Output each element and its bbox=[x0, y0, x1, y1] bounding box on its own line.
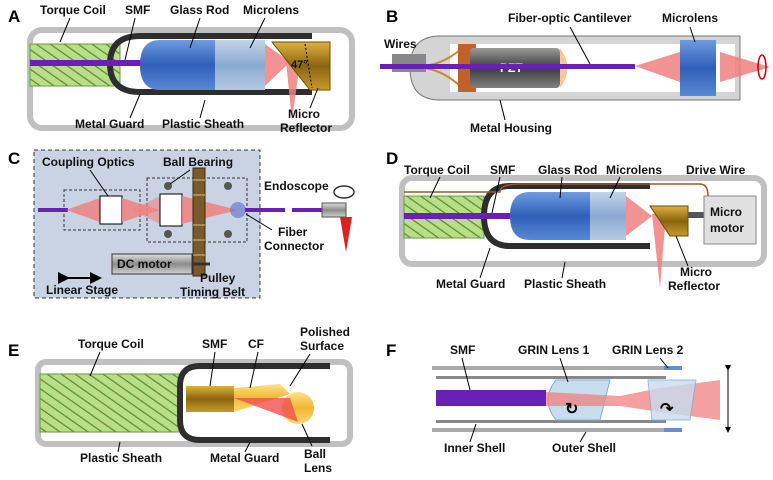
label-ball-lens-2: Lens bbox=[304, 461, 332, 475]
label-polished-2: Surface bbox=[300, 339, 344, 353]
angle-label: 47° bbox=[291, 59, 308, 71]
smf-fiber bbox=[30, 60, 148, 66]
label-metal-guard-e: Metal Guard bbox=[210, 451, 279, 465]
scan-rotation-icon bbox=[757, 54, 767, 80]
micro-reflector-d bbox=[649, 205, 689, 237]
beam-b-out bbox=[720, 52, 770, 82]
glass-rod-d bbox=[510, 192, 590, 240]
label-micro-reflector-d-2: Reflector bbox=[668, 279, 720, 293]
label-fiber-connector-2: Connector bbox=[264, 239, 324, 253]
label-fiber-connector-1: Fiber bbox=[278, 225, 308, 239]
microlens-b bbox=[680, 40, 716, 96]
metal-guard-e bbox=[177, 363, 330, 443]
panel-f: F ↻ ↷ SMF GRIN Lens 1 GRIN Lens 2 Inner … bbox=[386, 341, 731, 455]
label-endoscope: Endoscope bbox=[264, 179, 329, 193]
rotation-arrow-2: ↷ bbox=[660, 401, 674, 418]
wire-bundle bbox=[392, 54, 426, 72]
beam-e bbox=[234, 398, 298, 422]
label-cf-e: CF bbox=[248, 337, 264, 351]
label-smf-f: SMF bbox=[450, 343, 475, 357]
label-micro-reflector-d-1: Micro bbox=[680, 265, 712, 279]
panel-e-letter: E bbox=[8, 341, 19, 360]
label-microlens-b: Microlens bbox=[662, 11, 718, 25]
fiber-cantilever bbox=[380, 64, 635, 69]
label-metal-guard-d: Metal Guard bbox=[436, 277, 505, 291]
label-ball-bearing: Ball Bearing bbox=[163, 155, 233, 169]
panel-b: B PZT Wires Fiber-optic Cantilever Micro… bbox=[380, 7, 770, 135]
endoscope-tip bbox=[321, 202, 347, 218]
label-micro-motor-1: Micro bbox=[710, 205, 742, 219]
panel-d-letter: D bbox=[386, 149, 398, 168]
rotation-arrow-1: ↻ bbox=[565, 401, 578, 418]
panel-b-letter: B bbox=[386, 7, 398, 26]
angle-line bbox=[304, 43, 313, 89]
grin-lens-2 bbox=[647, 379, 697, 421]
beam-b bbox=[635, 52, 680, 82]
label-smf-e: SMF bbox=[202, 337, 227, 351]
label-polished-1: Polished bbox=[300, 325, 350, 339]
smf-d bbox=[404, 213, 510, 219]
panel-a-letter: A bbox=[8, 7, 20, 26]
panel-c-letter: C bbox=[8, 149, 20, 168]
coupling-lens-1 bbox=[99, 195, 123, 225]
label-grin1: GRIN Lens 1 bbox=[518, 343, 590, 357]
rotation-icon bbox=[333, 185, 355, 199]
label-torque-coil-a: Torque Coil bbox=[40, 3, 106, 17]
label-glass-rod-d: Glass Rod bbox=[538, 163, 597, 177]
coupling-lens-2 bbox=[159, 193, 183, 227]
fiber-connector bbox=[230, 202, 246, 218]
label-plastic-sheath-e: Plastic Sheath bbox=[80, 451, 162, 465]
label-metal-housing: Metal Housing bbox=[470, 121, 552, 135]
smf-f bbox=[436, 390, 546, 406]
smf-e bbox=[186, 386, 234, 412]
beam-down bbox=[286, 62, 300, 120]
micro-reflector bbox=[270, 41, 331, 91]
label-metal-guard-a: Metal Guard bbox=[75, 117, 144, 131]
label-drive-wire: Drive Wire bbox=[686, 163, 746, 177]
label-micro-reflector-a-2: Reflector bbox=[280, 121, 332, 135]
label-pulley: Pulley bbox=[200, 271, 236, 285]
drive-wire bbox=[404, 183, 709, 197]
label-glass-rod-a: Glass Rod bbox=[170, 3, 229, 17]
label-micro-motor-2: motor bbox=[710, 221, 744, 235]
label-timing-belt: Timing Belt bbox=[180, 285, 245, 299]
beam bbox=[265, 44, 290, 86]
label-torque-coil-d: Torque Coil bbox=[404, 163, 470, 177]
label-ball-lens-1: Ball bbox=[304, 447, 326, 461]
microlens-d bbox=[590, 192, 626, 240]
beam-d-down bbox=[652, 214, 666, 288]
torque-coil-e bbox=[39, 373, 181, 433]
timing-belt bbox=[192, 167, 206, 277]
label-torque-coil-e: Torque Coil bbox=[78, 337, 144, 351]
micro-motor bbox=[703, 195, 757, 245]
label-smf-a: SMF bbox=[125, 3, 150, 17]
label-dc-motor: DC motor bbox=[117, 257, 172, 271]
inner-shell-bottom bbox=[436, 420, 666, 423]
outer-shell-top bbox=[432, 366, 680, 370]
label-coupling-optics: Coupling Optics bbox=[42, 155, 135, 169]
outer-shell-bottom bbox=[432, 428, 680, 432]
endoscope-beam bbox=[340, 217, 352, 252]
panel-f-letter: F bbox=[386, 341, 396, 360]
microlens bbox=[215, 40, 265, 90]
panel-e: E Torque Coil SMF CF Polished Surface Pl… bbox=[8, 325, 353, 475]
label-smf-d: SMF bbox=[490, 163, 515, 177]
panel-c: C DC motor Linear Stage bbox=[8, 149, 355, 299]
panel-a: A 47° Torque Coil SMF Glass Rod Microlen… bbox=[8, 3, 355, 135]
label-wires: Wires bbox=[384, 37, 417, 51]
label-plastic-sheath-d: Plastic Sheath bbox=[524, 277, 606, 291]
label-microlens-a: Microlens bbox=[243, 3, 299, 17]
glass-rod bbox=[140, 40, 215, 90]
label-cantilever: Fiber-optic Cantilever bbox=[508, 11, 632, 25]
label-microlens-d: Microlens bbox=[606, 163, 662, 177]
label-linear-stage: Linear Stage bbox=[46, 283, 118, 297]
panel-d: D Micro motor Torque Coil SMF Glass Rod … bbox=[386, 149, 767, 293]
label-outer-shell: Outer Shell bbox=[552, 441, 616, 455]
label-grin2: GRIN Lens 2 bbox=[612, 343, 684, 357]
label-micro-reflector-a-1: Micro bbox=[288, 107, 320, 121]
label-plastic-sheath-a: Plastic Sheath bbox=[162, 117, 244, 131]
inner-shell-top bbox=[436, 376, 666, 379]
label-inner-shell: Inner Shell bbox=[444, 441, 505, 455]
